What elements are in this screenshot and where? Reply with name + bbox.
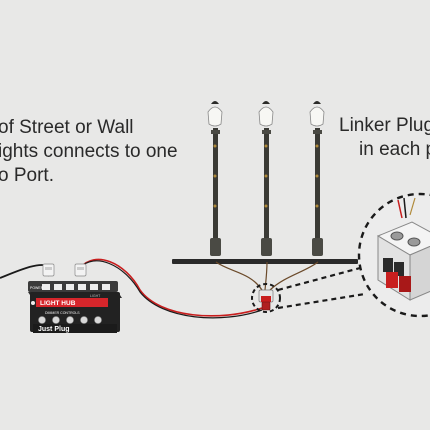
left-caption-line-3: o Port. bbox=[0, 165, 54, 186]
hub-plug-right bbox=[74, 263, 87, 277]
lamp-wire-left bbox=[215, 261, 263, 291]
callout-line-bottom bbox=[277, 292, 366, 310]
left-caption-line-1: of Street or Wall bbox=[0, 117, 134, 138]
left-caption: of Street or Wall ights connects to one … bbox=[0, 116, 178, 188]
hub-wire-red bbox=[79, 258, 263, 317]
connector-highlight-circle bbox=[251, 283, 281, 313]
hub-subtitle-label: DIMMER CONTROLS bbox=[45, 311, 80, 315]
hub-brand-label: Just Plug bbox=[38, 326, 70, 333]
linker-plug-small bbox=[258, 289, 274, 311]
zoomed-linker-plug bbox=[376, 197, 430, 301]
right-caption: Linker Plug in each p bbox=[339, 114, 430, 162]
hub-port-label: LIGHT bbox=[90, 294, 101, 298]
lamp-wire-right bbox=[269, 261, 319, 291]
left-caption-line-2: ights connects to one bbox=[0, 141, 178, 162]
hub-power-label: POWER bbox=[30, 286, 44, 290]
zoom-circle-border bbox=[357, 192, 430, 318]
power-wire-black bbox=[0, 264, 49, 279]
street-lamp-center bbox=[258, 101, 274, 256]
street-lamp-left bbox=[207, 101, 223, 256]
right-caption-line-2: in each p bbox=[359, 139, 430, 160]
hub-title-label: LIGHT HUB bbox=[40, 300, 76, 307]
lamp-base-bar bbox=[172, 259, 358, 264]
light-hub-device bbox=[28, 281, 122, 333]
lamp-wire-center bbox=[264, 261, 268, 291]
callout-line-top bbox=[277, 266, 361, 292]
hub-plug-left bbox=[42, 263, 55, 277]
hub-wire-black bbox=[79, 260, 263, 319]
street-lamp-right bbox=[309, 101, 325, 256]
right-caption-line-1: Linker Plug bbox=[339, 115, 430, 136]
